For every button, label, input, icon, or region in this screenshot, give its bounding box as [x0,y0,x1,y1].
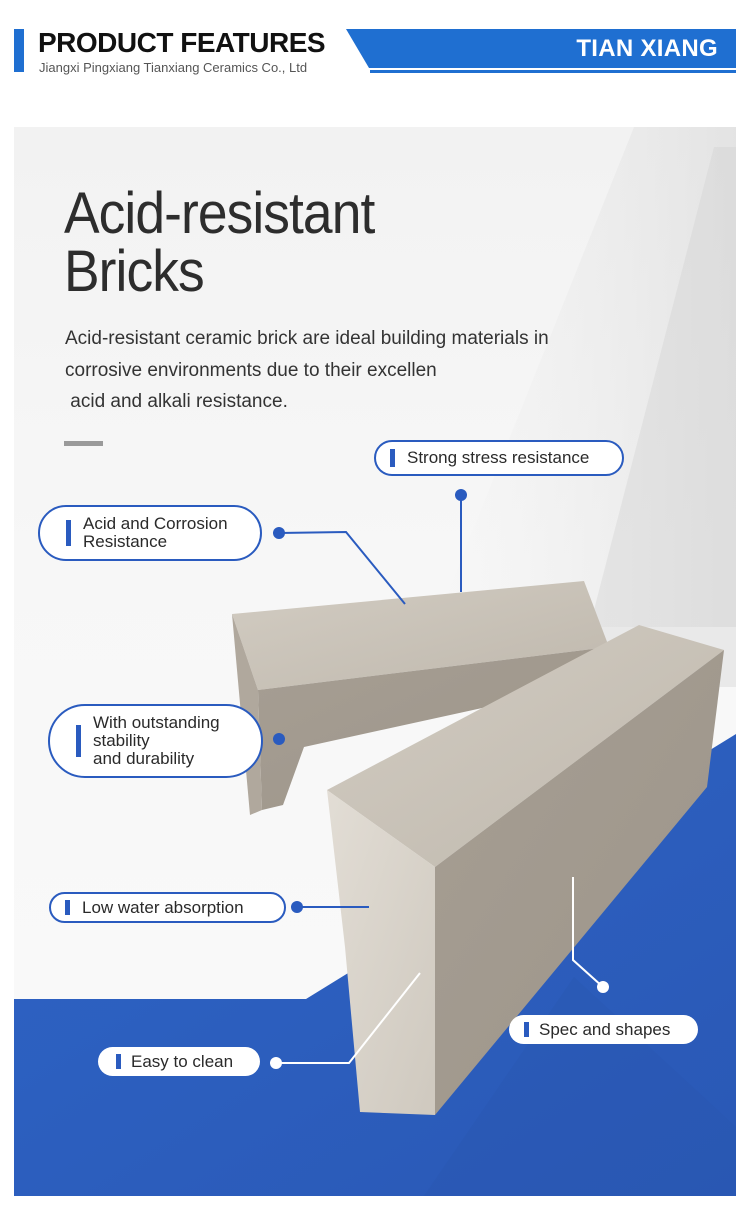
feature-easy-clean: Easy to clean [98,1047,260,1076]
feature-stability: With outstanding stability and durabilit… [48,704,263,778]
feature-strong-stress: Strong stress resistance [374,440,624,476]
connector-dot [270,1057,282,1069]
pill-marker-icon [116,1054,121,1069]
feature-label: Spec and shapes [539,1019,671,1039]
feature-acid-corrosion: Acid and Corrosion Resistance [38,505,262,561]
feature-label: and durability [93,749,195,768]
hero-title: Acid-resistant Bricks [64,181,375,304]
hero-title-line-1: Acid-resistant [64,181,375,246]
feature-label: Acid and Corrosion [83,514,228,533]
company-name: Jiangxi Pingxiang Tianxiang Ceramics Co.… [39,60,308,75]
background-graphic [14,127,736,1196]
pill-marker-icon [524,1022,529,1037]
connector-dot [273,733,285,745]
divider-dash [64,441,103,446]
feature-label: Easy to clean [131,1051,234,1071]
description-line: Acid-resistant ceramic brick are ideal b… [65,328,549,349]
pill-marker-icon [76,725,81,757]
brand-ribbon [346,29,736,73]
description-line: corrosive environments due to their exce… [65,359,437,381]
pill-marker-icon [65,900,70,915]
hero-description: Acid-resistant ceramic brick are ideal b… [65,323,625,418]
pill-marker-icon [390,449,395,467]
header-accent-bar [14,29,24,72]
connector-dot [597,981,609,993]
feature-label: With outstanding [93,713,220,732]
page-title: PRODUCT FEATURES [38,27,326,58]
connector-dot [455,489,467,501]
connector-dot [273,527,285,539]
feature-label: Resistance [83,532,168,551]
hero-title-line-2: Bricks [64,239,205,304]
feature-label: stability [93,731,150,750]
pill-marker-icon [66,520,71,546]
description-line: acid and alkali resistance. [65,391,288,412]
feature-label: Strong stress resistance [407,448,590,467]
connector-dot [291,901,303,913]
brand-name: TIAN XIANG [576,35,718,62]
feature-label: Low water absorption [82,897,244,917]
feature-low-water: Low water absorption [49,892,286,923]
feature-spec-shapes: Spec and shapes [509,1015,698,1044]
